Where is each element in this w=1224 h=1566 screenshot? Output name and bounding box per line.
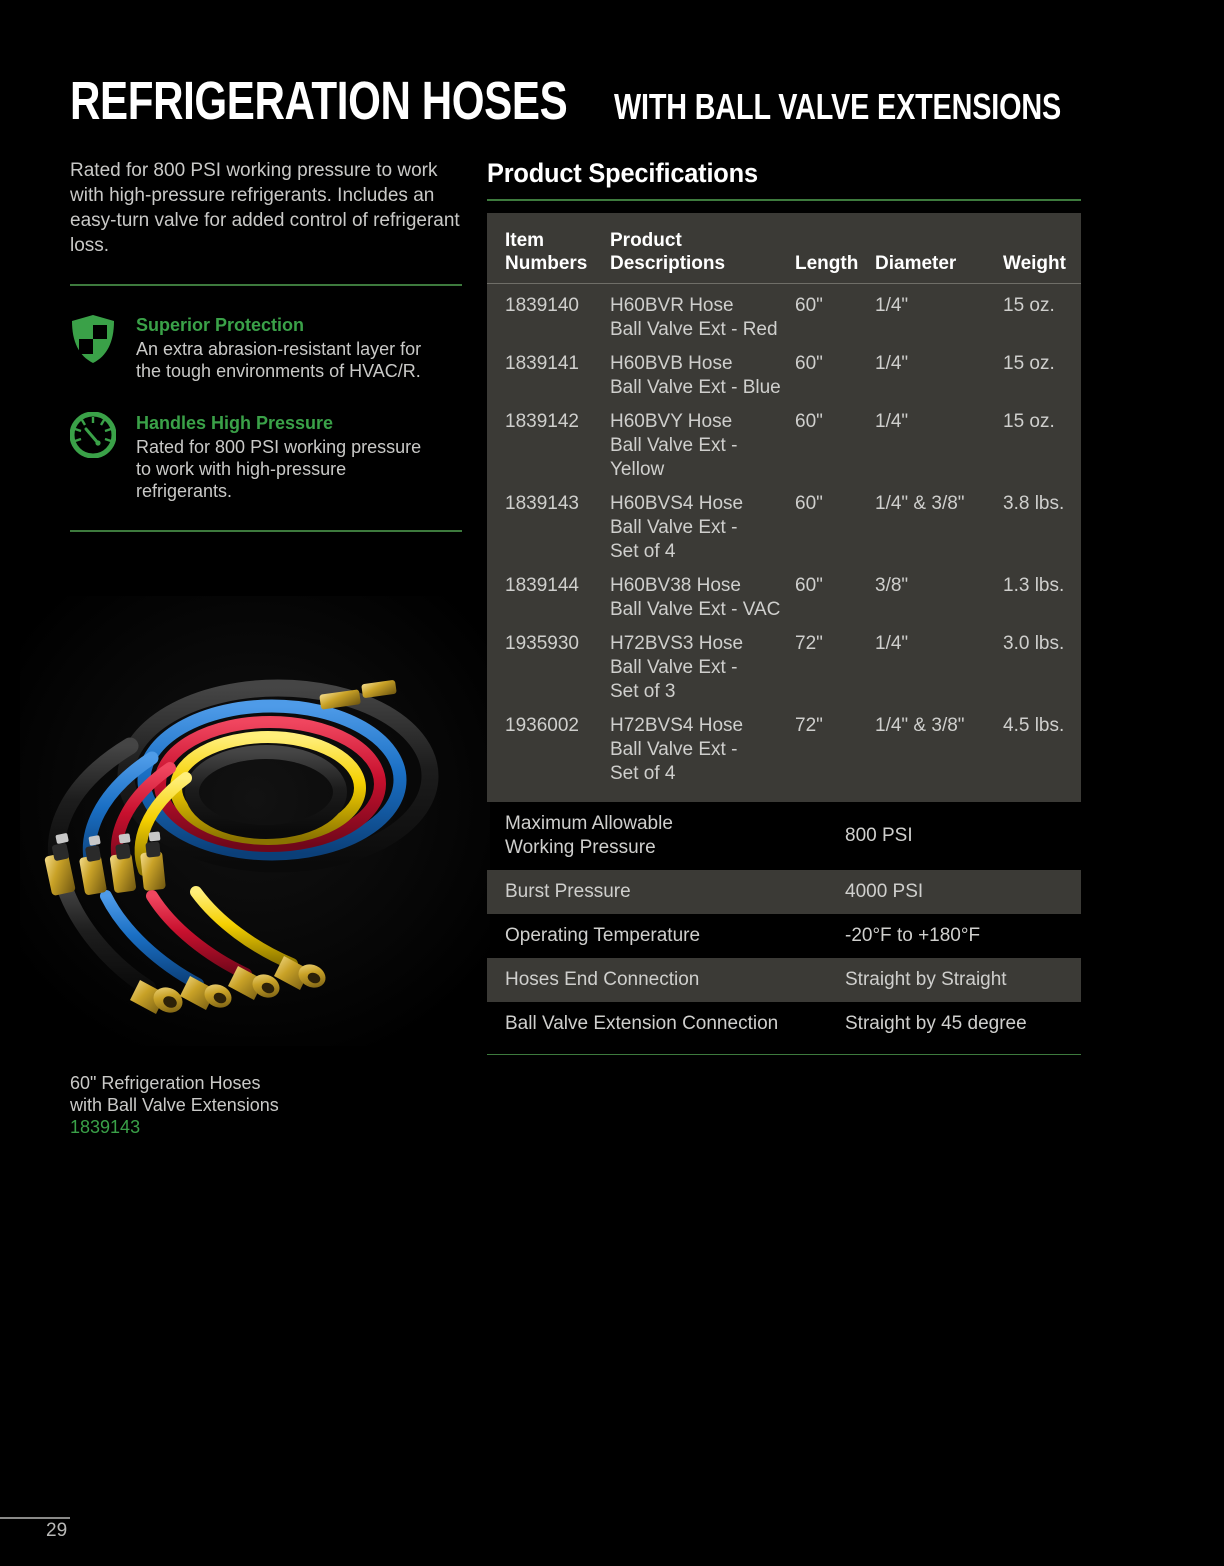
cell-description: H60BVY Hose Ball Valve Ext - Yellow xyxy=(610,410,738,480)
shield-icon xyxy=(70,312,116,363)
page-title: REFRIGERATION HOSES WITH BALL VALVE EXTE… xyxy=(70,74,1172,128)
column-header-length: Length xyxy=(795,252,859,274)
cell-diameter: 1/4" xyxy=(875,294,909,316)
cell-weight: 4.5 lbs. xyxy=(1003,714,1065,736)
cell-diameter: 3/8" xyxy=(875,574,909,596)
cell-weight: 15 oz. xyxy=(1003,294,1055,316)
cell-weight: 3.0 lbs. xyxy=(1003,632,1065,654)
feature-body: Superior Protection An extra abrasion-re… xyxy=(136,312,436,382)
specifications-heading: Product Specifications xyxy=(487,158,758,188)
divider-top xyxy=(70,284,462,286)
left-column: Rated for 800 PSI working pressure to wo… xyxy=(70,158,462,532)
cell-length: 60" xyxy=(795,492,823,514)
cell-weight: 1.3 lbs. xyxy=(1003,574,1065,596)
cell-weight: 3.8 lbs. xyxy=(1003,492,1065,514)
cell-description: H60BVB Hose Ball Valve Ext - Blue xyxy=(610,352,781,398)
cell-diameter: 1/4" xyxy=(875,410,909,432)
feature-item: Superior Protection An extra abrasion-re… xyxy=(70,312,462,382)
cell-item-number: 1936002 xyxy=(505,714,579,736)
feature-item: Handles High Pressure Rated for 800 PSI … xyxy=(70,410,462,502)
cell-length: 60" xyxy=(795,294,823,316)
cell-length: 72" xyxy=(795,632,823,654)
feature-body: Handles High Pressure Rated for 800 PSI … xyxy=(136,410,436,502)
product-photo xyxy=(20,596,490,1046)
attribute-value: Straight by 45 degree xyxy=(845,1012,1027,1034)
page-footer: 29 xyxy=(0,1480,1224,1566)
column-header-diameter: Diameter xyxy=(875,252,957,274)
cell-diameter: 1/4" & 3/8" xyxy=(875,714,965,736)
feature-title: Handles High Pressure xyxy=(136,413,334,433)
table-row: 1839141 H60BVB Hose Ball Valve Ext - Blue… xyxy=(487,342,1081,400)
table-row: 1839144 H60BV38 Hose Ball Valve Ext - VAC… xyxy=(487,564,1081,622)
caption-sku: 1839143 xyxy=(70,1117,141,1137)
table-header-row: Item Numbers Product Descriptions Length… xyxy=(487,213,1081,283)
attribute-row: Burst Pressure 4000 PSI xyxy=(487,869,1081,914)
page-title-main: REFRIGERATION HOSES xyxy=(70,71,568,131)
feature-title: Superior Protection xyxy=(136,315,305,335)
specifications-section: Product Specifications Item Numbers Prod… xyxy=(487,158,1081,1055)
intro-paragraph: Rated for 800 PSI working pressure to wo… xyxy=(70,160,460,256)
feature-text: Rated for 800 PSI working pressure to wo… xyxy=(136,437,422,501)
table-row: 1935930 H72BVS3 Hose Ball Valve Ext - Set… xyxy=(487,622,1081,704)
cell-length: 60" xyxy=(795,574,823,596)
attribute-row: Maximum Allowable Working Pressure 800 PS… xyxy=(487,802,1081,870)
cell-description: H72BVS3 Hose Ball Valve Ext - Set of 3 xyxy=(610,632,744,702)
caption-line-2: with Ball Valve Extensions xyxy=(70,1095,279,1115)
cell-description: H60BV38 Hose Ball Valve Ext - VAC xyxy=(610,574,781,620)
attribute-label: Burst Pressure xyxy=(505,880,631,902)
table-row: 1839142 H60BVY Hose Ball Valve Ext - Yell… xyxy=(487,400,1081,482)
column-header-product-descriptions: Product Descriptions xyxy=(610,229,726,274)
pressure-gauge-icon xyxy=(70,410,116,460)
cell-diameter: 1/4" xyxy=(875,632,909,654)
feature-list: Superior Protection An extra abrasion-re… xyxy=(70,312,462,502)
cell-length: 60" xyxy=(795,352,823,374)
divider-bottom xyxy=(70,530,462,532)
cell-weight: 15 oz. xyxy=(1003,352,1055,374)
cell-item-number: 1839142 xyxy=(505,410,579,432)
cell-item-number: 1839144 xyxy=(505,574,579,596)
cell-item-number: 1839141 xyxy=(505,352,579,374)
cell-item-number: 1935930 xyxy=(505,632,579,654)
cell-item-number: 1839143 xyxy=(505,492,579,514)
column-header-weight: Weight xyxy=(1003,252,1066,274)
table-row: 1839143 H60BVS4 Hose Ball Valve Ext - Set… xyxy=(487,482,1081,564)
attribute-value: 4000 PSI xyxy=(845,880,924,902)
cell-diameter: 1/4" xyxy=(875,352,909,374)
attribute-value: 800 PSI xyxy=(845,824,913,846)
attribute-label: Hoses End Connection xyxy=(505,968,700,990)
attribute-value: -20°F to +180°F xyxy=(845,924,981,946)
attribute-row: Hoses End Connection Straight by Straight xyxy=(487,957,1081,1002)
cell-description: H72BVS4 Hose Ball Valve Ext - Set of 4 xyxy=(610,714,744,784)
cell-diameter: 1/4" & 3/8" xyxy=(875,492,965,514)
attribute-row: Operating Temperature -20°F to +180°F xyxy=(487,914,1081,958)
table-row: 1839140 H60BVR Hose Ball Valve Ext - Red 6… xyxy=(487,284,1081,342)
feature-text: An extra abrasion-resistant layer for th… xyxy=(136,339,422,381)
product-table: Item Numbers Product Descriptions Length… xyxy=(487,212,1081,802)
attribute-label: Ball Valve Extension Connection xyxy=(505,1012,779,1034)
attribute-list: Maximum Allowable Working Pressure 800 PS… xyxy=(487,802,1081,1046)
heading-rule xyxy=(487,199,1081,201)
cell-description: H60BVR Hose Ball Valve Ext - Red xyxy=(610,294,778,340)
cell-description: H60BVS4 Hose Ball Valve Ext - Set of 4 xyxy=(610,492,744,562)
attribute-label: Operating Temperature xyxy=(505,924,701,946)
cell-length: 72" xyxy=(795,714,823,736)
product-caption: 60" Refrigeration Hoses with Ball Valve … xyxy=(70,1072,279,1138)
header-divider xyxy=(487,282,1081,284)
attribute-list-bottom-rule xyxy=(487,1053,1081,1055)
page-title-sub: WITH BALL VALVE EXTENSIONS xyxy=(613,86,1061,127)
cell-length: 60" xyxy=(795,410,823,432)
caption-line-1: 60" Refrigeration Hoses xyxy=(70,1073,261,1093)
cell-weight: 15 oz. xyxy=(1003,410,1055,432)
table-row: 1936002 H72BVS4 Hose Ball Valve Ext - Set… xyxy=(487,704,1081,802)
page-number: 29 xyxy=(46,1520,68,1541)
attribute-value: Straight by Straight xyxy=(845,968,1007,990)
column-header-item-numbers: Item Numbers xyxy=(505,229,588,274)
footer-rule xyxy=(0,1517,70,1519)
attribute-label: Maximum Allowable Working Pressure xyxy=(505,812,673,858)
table-body: 1839140 H60BVR Hose Ball Valve Ext - Red 6… xyxy=(487,284,1081,802)
cell-item-number: 1839140 xyxy=(505,294,579,316)
attribute-row: Ball Valve Extension Connection Straight … xyxy=(487,1002,1081,1046)
